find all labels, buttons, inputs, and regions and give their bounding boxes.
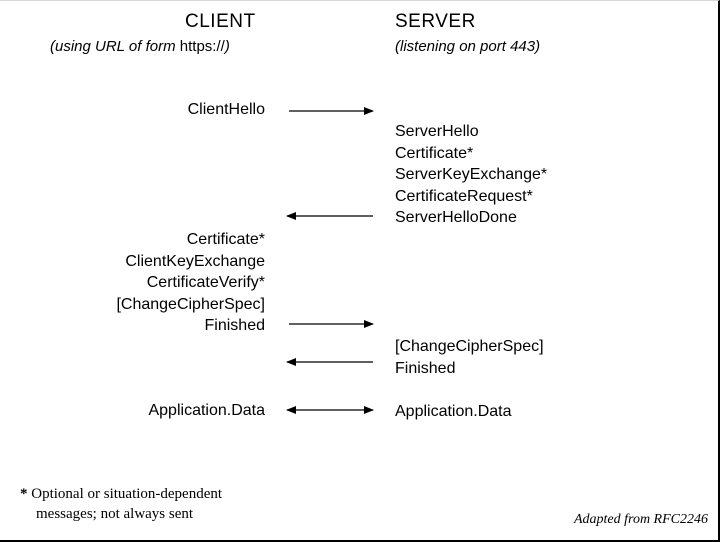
client-certificate-line: Certificate*	[186, 231, 265, 248]
footnote-line-2: messages; not always sent	[36, 506, 194, 522]
source-credit: Adapted from RFC2246	[573, 512, 708, 527]
server-key-exchange-line: ServerKeyExchange*	[395, 166, 548, 183]
server-certificate-line: Certificate*	[395, 144, 474, 162]
client-finished-line: Finished	[204, 317, 265, 334]
client-subtitle: (using URL of form https://)	[50, 38, 230, 55]
server-finish-group: [ChangeCipherSpec] Finished	[395, 336, 544, 379]
server-heading: SERVER	[395, 11, 476, 32]
server-subtitle: (listening on port 443)	[395, 38, 541, 55]
certificate-request-line: CertificateRequest*	[395, 187, 533, 205]
client-heading: CLIENT	[185, 11, 256, 32]
client-application-data-label: Application.Data	[148, 402, 265, 419]
server-hello-done-line: ServerHelloDone	[395, 209, 517, 226]
footnote-line-1: Optional or situation-dependent	[27, 486, 223, 502]
client-hello-label: ClientHello	[187, 101, 265, 118]
footnote-asterisk: *	[20, 486, 28, 502]
client-change-cipher-spec-line: [ChangeCipherSpec]	[116, 295, 265, 313]
server-finished-line: Finished	[395, 359, 456, 377]
client-key-group: Certificate* ClientKeyExchange Certifica…	[116, 229, 265, 337]
server-change-cipher-spec-line: [ChangeCipherSpec]	[395, 338, 544, 355]
server-application-data-label: Application.Data	[395, 403, 512, 420]
client-key-exchange-line: ClientKeyExchange	[125, 252, 265, 270]
url-scheme: https://	[179, 38, 225, 55]
server-hello-group: ServerHello Certificate* ServerKeyExchan…	[395, 121, 547, 229]
certificate-verify-line: CertificateVerify*	[146, 274, 265, 291]
optional-footnote: * Optional or situation-dependent messag…	[20, 484, 222, 524]
server-hello-line: ServerHello	[395, 123, 479, 140]
